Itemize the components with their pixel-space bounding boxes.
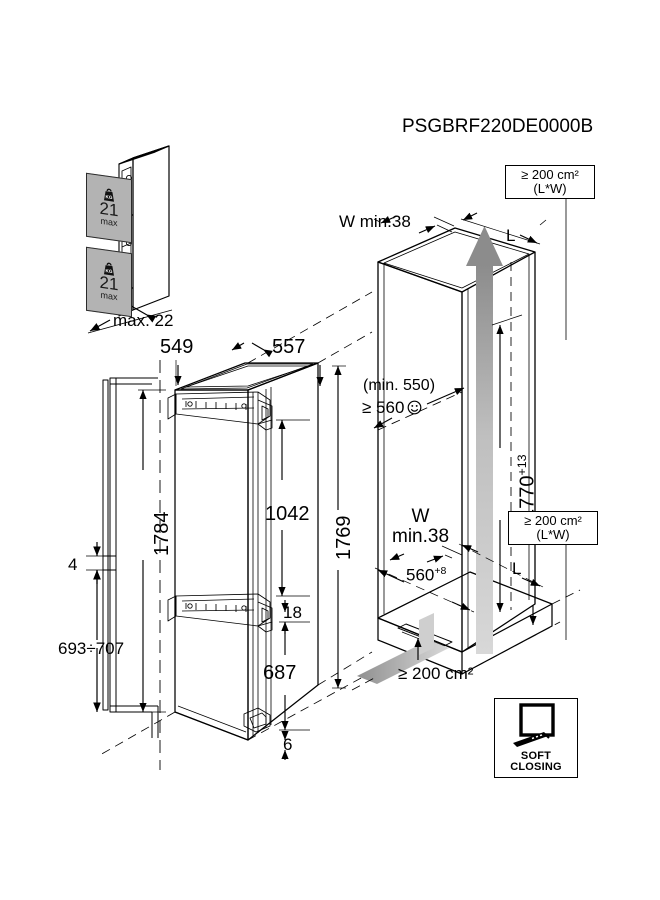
niche-bottom-vent-width-line1: W [411,506,430,527]
dim-niche-width-tolerance: +8 [434,565,447,577]
model-code-title: PSGBRF220DE0000B [402,116,594,137]
niche-top-vent-area-box: ≥ 200 cm² (L*W) [505,165,595,200]
dim-handle-range: 693÷707 [58,639,125,658]
dim-niche-width-value: 560 [406,565,435,585]
niche-top-vent-length: L [506,226,516,245]
base-vent-area: ≥ 200 cm² [398,664,474,683]
niche-depth-required-row: ≥ 560 [362,399,422,417]
dim-panel-gap: 4 [68,555,78,574]
niche-bottom-vent-area-box: ≥ 200 cm² (L*W) [508,511,598,546]
niche-bottom-vent-width: W min.38 [392,507,449,547]
weight-kg-icon: KG [104,262,114,276]
inset-depth-label: max. 22 [113,311,174,330]
dim-lower-door-height: 687 [263,662,297,684]
door-panel-upper: KG 21 max [86,172,132,244]
niche-bottom-vent-area-line1: ≥ 200 cm² [524,513,582,528]
niche-top-vent-width: W min.38 [339,212,411,231]
niche-top-vent-area-line2: (L*W) [533,180,567,196]
niche-depth-min-note: (min. 550) [363,377,436,394]
side-elevation-art [102,360,161,770]
svg-text:KG: KG [106,194,113,200]
dim-overall-height: 1784 [151,511,173,557]
niche-bottom-vent-length: L [512,559,522,578]
door-panel-lower: KG 21 max [86,246,132,318]
weight-kg-icon: KG [104,188,114,202]
dim-top-depth-left: 549 [160,336,194,358]
soft-closing-label-line2: CLOSING [510,761,562,773]
niche-bottom-vent-width-line2: min.38 [392,525,450,547]
smiley-face-icon [408,401,422,415]
soft-closing-label-line1: SOFT [520,750,552,762]
airflow-base [357,613,449,684]
door-panel-lower-max: max [100,289,118,303]
dim-body-height: 1769 [333,515,355,561]
svg-text:KG: KG [106,268,113,274]
niche-bottom-vent-area-line2: (L*W) [536,526,570,542]
soft-closing-door-icon [513,703,555,747]
soft-closing-badge: SOFT CLOSING [494,698,578,778]
appliance-isometric-art [99,291,373,756]
airflow-up [466,226,503,654]
dim-upper-door-height: 1042 [265,503,310,525]
door-panel-upper-max: max [100,215,118,229]
dim-bottom-clearance: 6 [283,735,293,754]
dim-niche-width: 560+8 [406,565,447,585]
niche-top-vent-area-line1: ≥ 200 cm² [521,167,579,182]
dim-niche-height-tolerance: +13 [515,454,529,476]
dim-door-gap: 18 [283,603,302,622]
dim-top-depth-right: 557 [272,336,306,358]
niche-depth-required: ≥ 560 [362,398,405,417]
niche-isometric-art [377,227,553,675]
